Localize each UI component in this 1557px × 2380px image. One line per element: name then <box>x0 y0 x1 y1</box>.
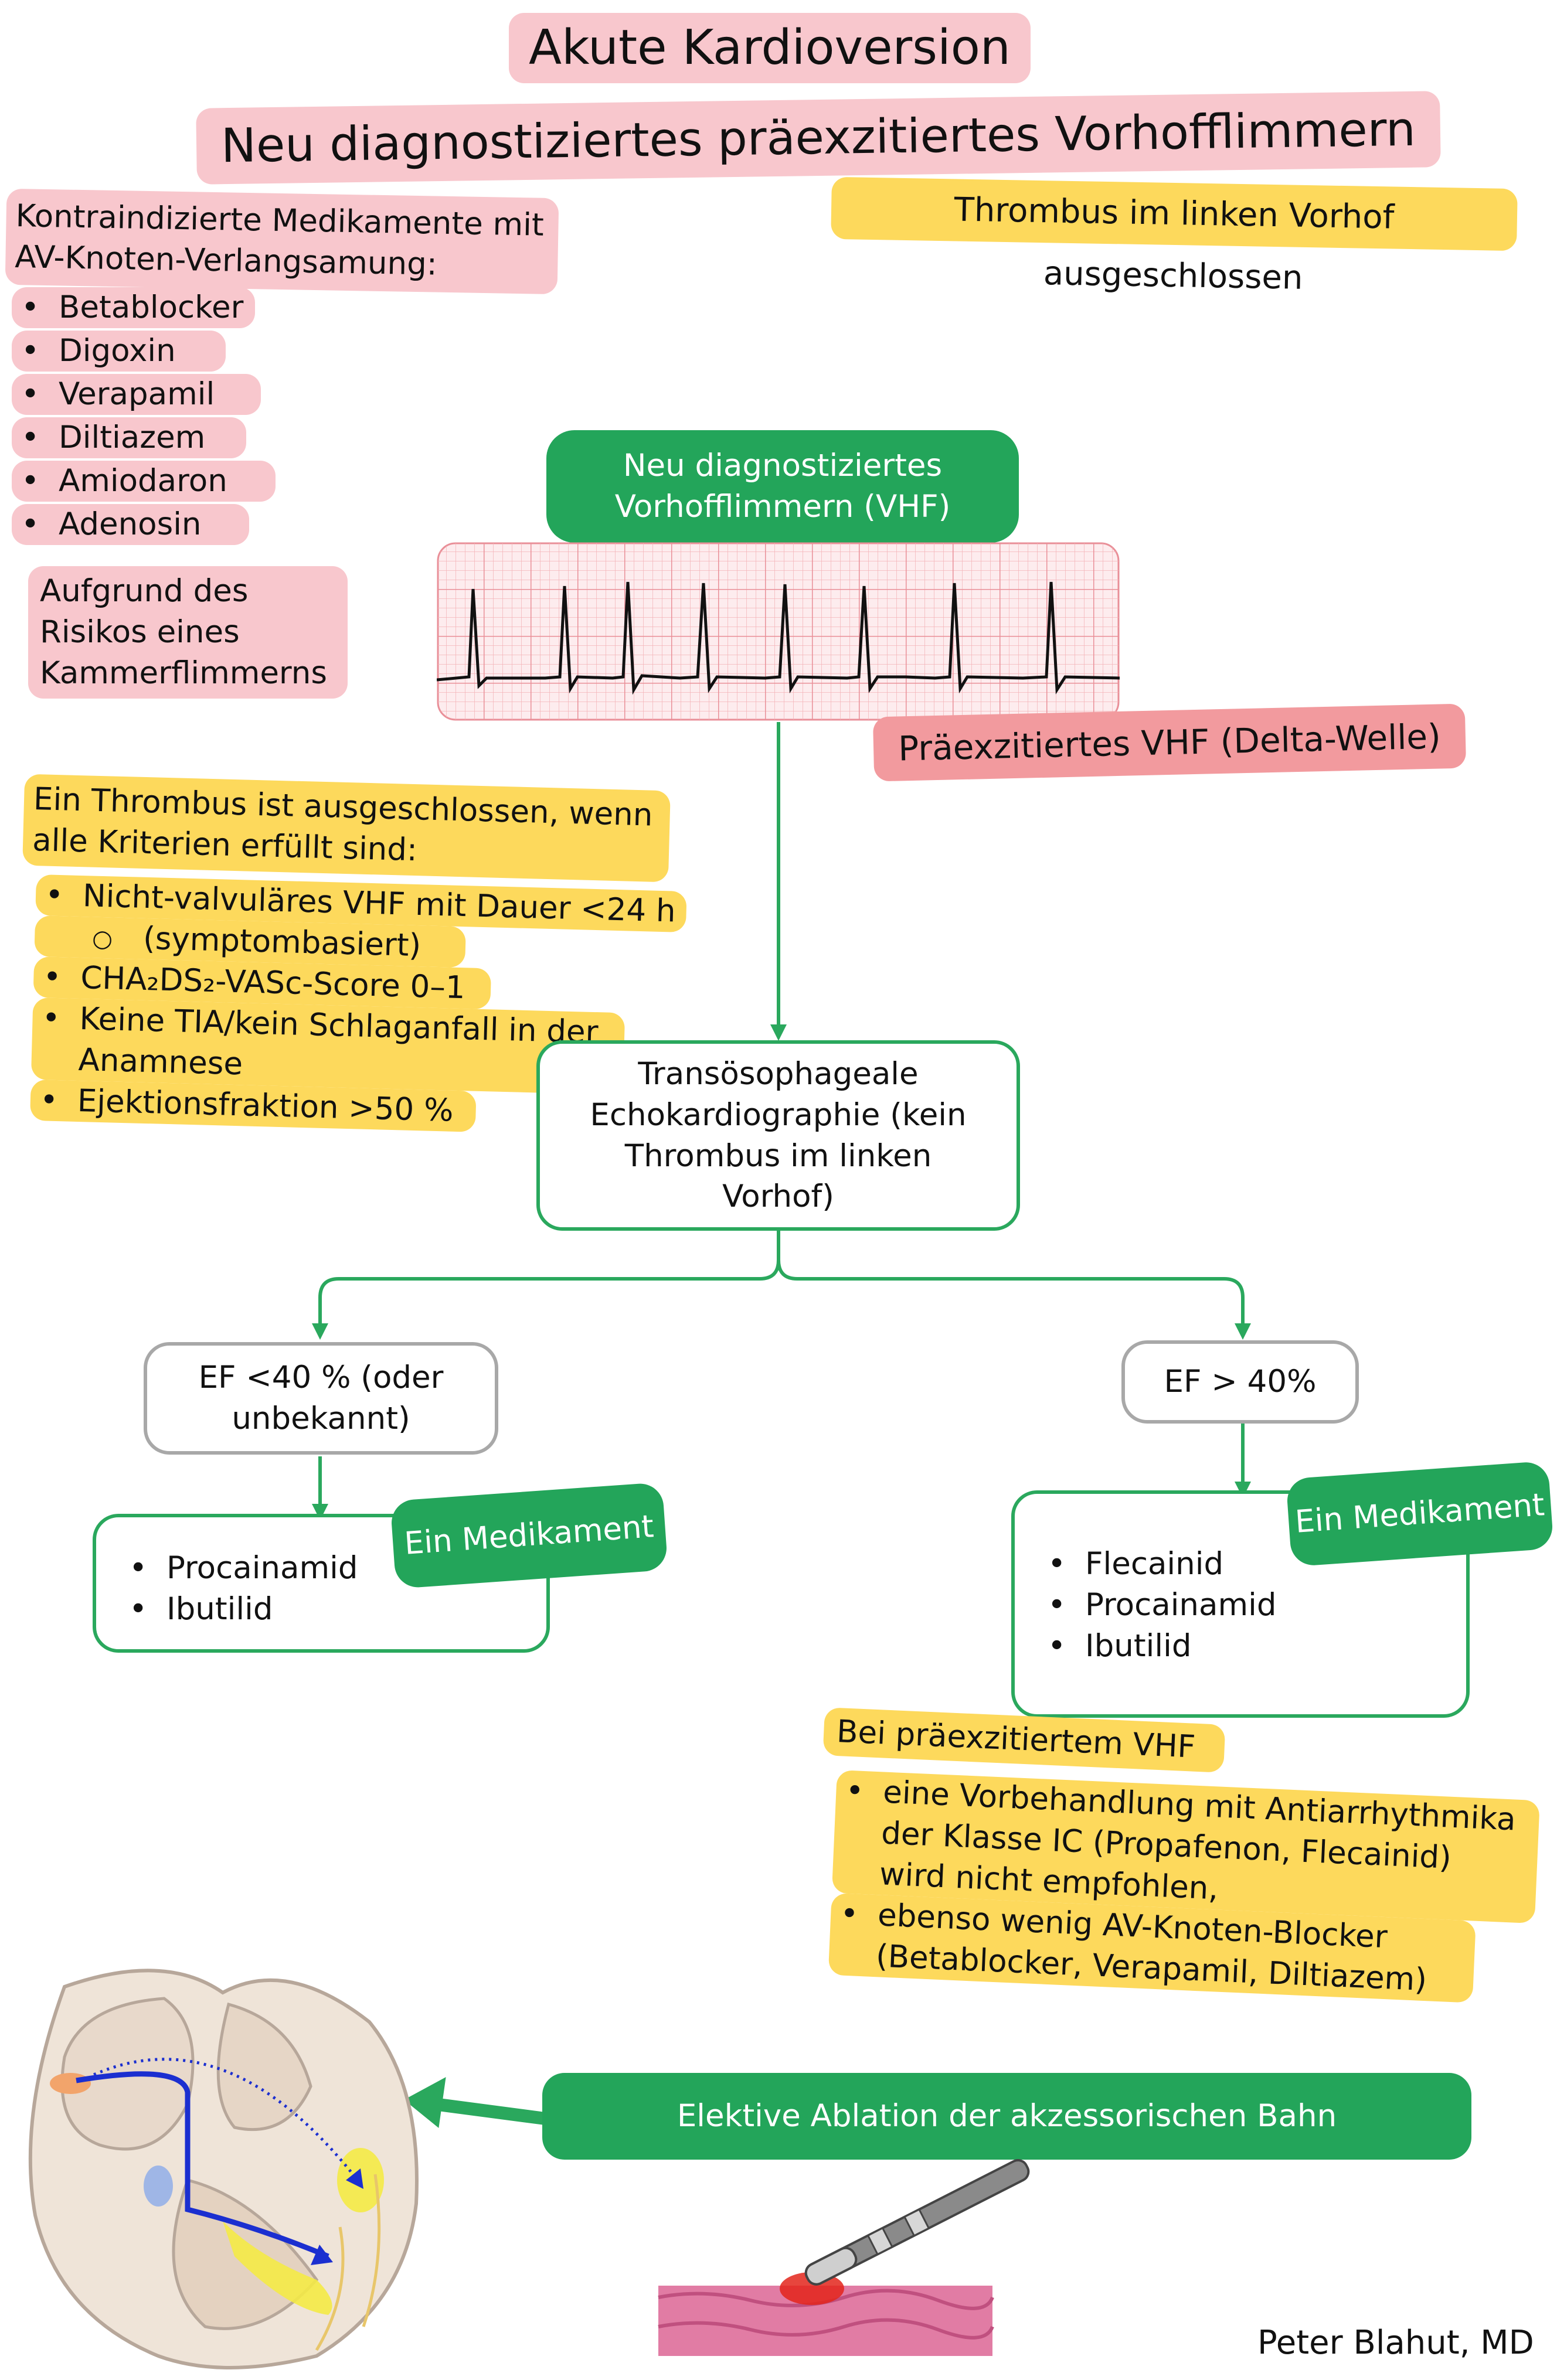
ef-above-40-box: EF > 40% <box>1121 1340 1359 1424</box>
list-item: Diltiazem <box>12 417 246 458</box>
list-item: Procainamid <box>120 1548 546 1589</box>
ablation-banner: Elektive Ablation der akzessorischen Bah… <box>542 2073 1471 2160</box>
list-item: Procainamid <box>1038 1585 1466 1626</box>
list-item: Flecainid <box>1038 1544 1466 1585</box>
right-one-drug-badge: Ein Medikament <box>1286 1460 1554 1567</box>
contraindication-reason: Aufgrund des Risikos eines Kammerflimmer… <box>28 566 348 699</box>
new-vhf-box: Neu diagnostiziertes Vorhofflimmern (VHF… <box>546 430 1019 543</box>
heart-conduction-icon <box>28 1969 419 2369</box>
list-item: Amiodaron <box>12 460 276 502</box>
ablation-catheter-icon <box>658 2159 1030 2356</box>
pre-excited-list: eine Vorbehandlung mit Antiarrhythmika d… <box>828 1770 1540 2006</box>
page-title: Akute Kardioversion <box>509 13 1031 83</box>
list-item: Digoxin <box>12 330 226 372</box>
author-credit: Peter Blahut, MD <box>1257 2324 1534 2362</box>
list-item: Ibutilid <box>1038 1626 1466 1667</box>
list-item: Adenosin <box>12 503 249 545</box>
list-item: Betablocker <box>12 287 255 328</box>
contraindicated-list: Betablocker Digoxin Verapamil Diltiazem … <box>12 287 276 545</box>
right-drug-box: Flecainid Procainamid Ibutilid <box>1011 1490 1470 1718</box>
ef-below-40-box: EF <40 % (oder unbekannt) <box>144 1342 498 1455</box>
list-item: Verapamil <box>12 373 261 415</box>
list-item: Ibutilid <box>120 1589 546 1630</box>
tee-box: Transösophageale Echokardiographie (kein… <box>536 1040 1020 1231</box>
ecg-strip-icon <box>437 542 1120 721</box>
